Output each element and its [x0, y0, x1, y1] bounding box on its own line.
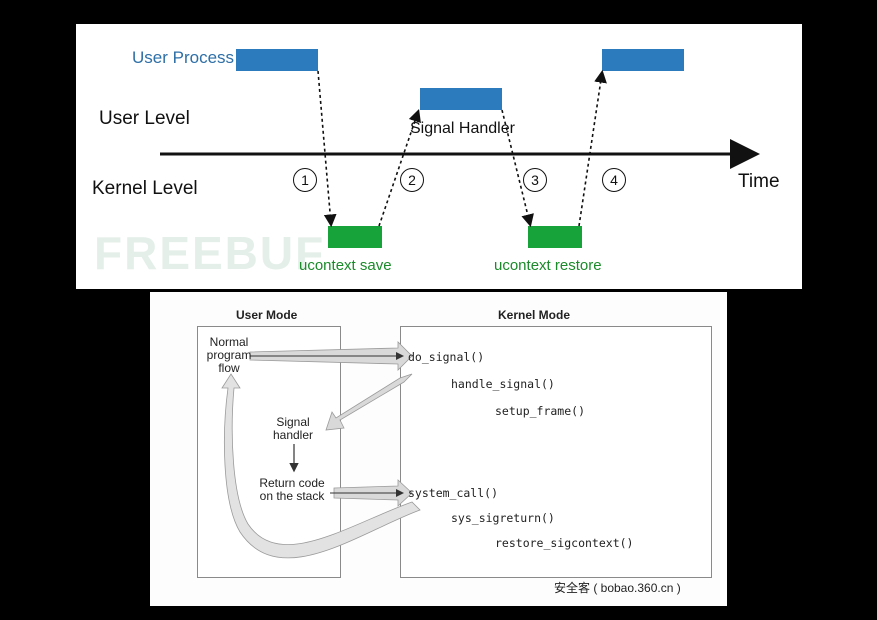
ucontext-save-label: ucontext save: [299, 257, 392, 274]
flow-arrow-to-handler: [325, 373, 413, 431]
step-2-marker: 2: [400, 168, 424, 192]
mode-flow-drawing: [221, 341, 421, 559]
kernel-mode-box: [400, 326, 712, 578]
ucontext-restore-label: ucontext restore: [494, 257, 602, 274]
user-mode-title: User Mode: [236, 308, 298, 322]
signal-timeline-panel: FREEBUF User Process User Level Kernel L…: [76, 24, 802, 289]
signal-handler-block: [420, 88, 502, 110]
timeline-drawing: [160, 49, 760, 248]
kernel-call-do-signal: do_signal(): [408, 350, 485, 364]
step-4-marker: 4: [602, 168, 626, 192]
transition-arrow-1: [317, 70, 337, 228]
user-level-label: User Level: [99, 108, 190, 129]
time-axis-label: Time: [738, 171, 780, 192]
kernel-call-handle-signal: handle_signal(): [451, 377, 555, 391]
user-process-block-2: [602, 49, 684, 71]
kernel-mode-title: Kernel Mode: [498, 308, 571, 322]
step-1-marker: 1: [293, 168, 317, 192]
return-code-label: Return code on the stack: [259, 476, 325, 503]
freebuf-watermark: FREEBUF: [94, 227, 326, 279]
ucontext-save-block: [328, 226, 382, 248]
user-process-label: User Process: [132, 48, 235, 67]
transition-arrow-3: [501, 109, 534, 228]
normal-program-flow-label: Normal program flow: [206, 335, 252, 375]
transition-arrow-2: [378, 108, 421, 227]
kernel-level-label: Kernel Level: [92, 178, 198, 199]
kernel-call-restore-sigcontext: restore_sigcontext(): [495, 536, 634, 550]
transition-arrow-4: [578, 69, 607, 227]
user-process-block-1: [236, 49, 318, 71]
kernel-call-setup-frame: setup_frame(): [495, 404, 586, 418]
kernel-call-system-call: system_call(): [408, 486, 499, 500]
signal-mode-panel: User Mode Kernel Mode Normal program flo…: [150, 292, 727, 606]
user-mode-box: [197, 326, 341, 578]
flow-return-loop: [221, 373, 421, 559]
kernel-call-sys-sigreturn: sys_sigreturn(): [451, 511, 555, 525]
source-credit: 安全客 ( bobao.360.cn ): [554, 581, 681, 595]
signal-handler-label: Signal Handler: [410, 120, 515, 137]
step-3-marker: 3: [523, 168, 547, 192]
signal-handler-mode-label: Signal handler: [272, 415, 314, 442]
ucontext-restore-block: [528, 226, 582, 248]
